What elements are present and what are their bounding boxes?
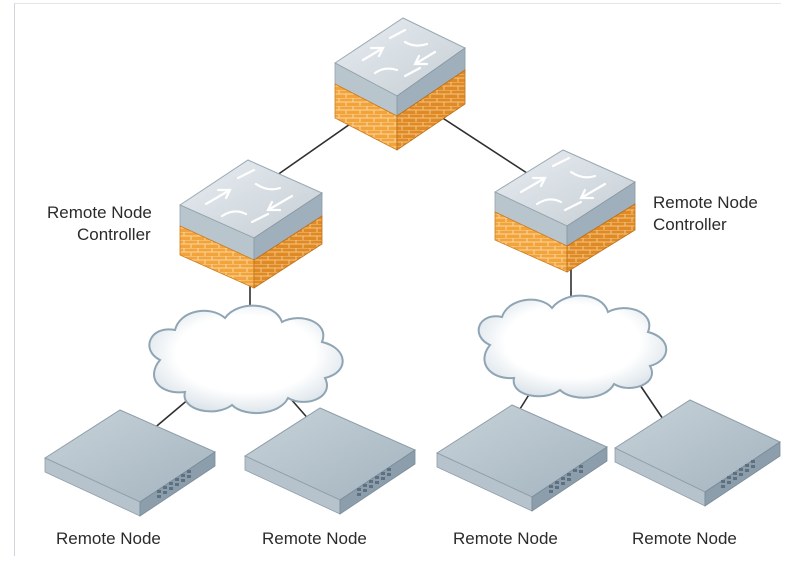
remote-node-4-label: Remote Node: [632, 529, 737, 548]
cloud-icon: [477, 294, 668, 399]
rack-appliance-icon: [435, 404, 609, 512]
link-right-cloud-node4: [639, 384, 666, 423]
left-controller-label-line2: Controller: [77, 225, 151, 244]
switch-firewall-icon: [493, 149, 637, 273]
core-controller: [334, 17, 466, 151]
remote-node-1-label: Remote Node: [56, 529, 161, 548]
remote-node-3: [435, 404, 609, 512]
diagram-frame: [14, 3, 781, 556]
right-remote-node-controller: [493, 149, 637, 273]
link-core-right-controller: [437, 114, 531, 176]
right-network-cloud: [477, 294, 668, 399]
link-core-left-controller: [269, 114, 364, 181]
left-controller-label-line1: Remote Node: [47, 203, 152, 222]
remote-node-2: [243, 407, 417, 515]
remote-node-2-label: Remote Node: [262, 529, 367, 548]
left-remote-node-controller: [178, 159, 324, 289]
rack-appliance-icon: [43, 409, 217, 517]
remote-node-4: [613, 399, 782, 507]
switch-firewall-icon: [178, 159, 324, 289]
cloud-icon: [148, 304, 344, 415]
left-network-cloud: [148, 304, 344, 415]
link-left-cloud-node1: [151, 397, 191, 431]
right-controller-label-line1: Remote Node: [653, 193, 758, 212]
rack-appliance-icon: [243, 407, 417, 515]
switch-firewall-icon: [334, 17, 466, 151]
remote-node-1: [43, 409, 217, 517]
right-controller-label-line2: Controller: [653, 215, 727, 234]
remote-node-3-label: Remote Node: [453, 529, 558, 548]
rack-appliance-icon: [613, 399, 782, 507]
